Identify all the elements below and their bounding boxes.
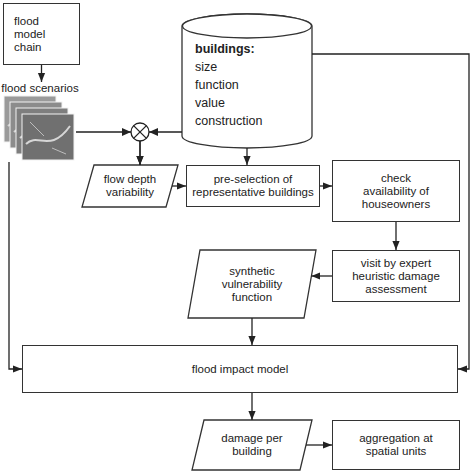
process-box: flood model chain xyxy=(3,3,80,65)
node-label: check availability of houseowners xyxy=(358,172,434,211)
river-texture xyxy=(26,126,70,144)
arrow-head xyxy=(122,128,131,136)
node-label: size function value construction xyxy=(195,58,255,130)
multiply-cross xyxy=(134,126,147,139)
data-parallelogram: synthetic vulnerability function xyxy=(188,250,316,318)
parallelogram-outline xyxy=(82,165,178,207)
node-label: flood scenarios xyxy=(1,82,78,95)
image-stack: flood scenarios xyxy=(4,82,76,162)
flow-arrow xyxy=(251,393,252,420)
flow-arrow xyxy=(251,318,252,345)
arrow-head xyxy=(149,128,158,136)
flow-arrow xyxy=(311,275,332,276)
process-box: pre-selection of representative building… xyxy=(186,165,320,207)
multiply-cross xyxy=(134,126,147,139)
database-cylinder: buildings:size function value constructi… xyxy=(182,14,312,148)
node-label: damage per building xyxy=(217,432,287,458)
process-box: visit by expert heuristic damage assessm… xyxy=(332,250,460,302)
node-label: aggregation at spatial units xyxy=(351,432,441,458)
flow-arrow xyxy=(246,148,247,165)
flow-arrow xyxy=(41,65,42,82)
node-label: flow depth variability xyxy=(95,173,165,199)
process-box: flood impact model xyxy=(22,345,458,393)
terrain-texture xyxy=(30,122,66,154)
flow-arrow xyxy=(395,222,396,250)
node-label: pre-selection of representative building… xyxy=(189,173,317,199)
node-label: flood impact model xyxy=(90,363,390,376)
node-heading: buildings: xyxy=(195,40,255,58)
flow-arrow xyxy=(306,444,332,445)
scenario-image xyxy=(22,114,74,160)
data-parallelogram: flow depth variability xyxy=(82,165,178,207)
multiply-symbol xyxy=(131,123,149,141)
flow-arrow xyxy=(140,132,182,165)
process-box: check availability of houseowners xyxy=(332,160,460,222)
cylinder-body xyxy=(182,14,312,148)
flow-arrow xyxy=(76,132,140,165)
flow-arrow xyxy=(9,162,22,369)
cylinder-top xyxy=(183,14,312,38)
parallelogram-outline xyxy=(192,420,312,470)
node-label: visit by expert heuristic damage assessm… xyxy=(349,257,443,296)
parallelogram-outline xyxy=(188,250,316,318)
node-label: synthetic vulnerability function xyxy=(212,265,292,304)
flow-arrow xyxy=(312,54,469,369)
process-box: aggregation at spatial units xyxy=(332,420,460,470)
flow-arrow xyxy=(320,185,332,186)
node-label: flood model chain xyxy=(14,15,64,54)
data-parallelogram: damage per building xyxy=(192,420,312,470)
flow-arrow xyxy=(172,185,186,186)
